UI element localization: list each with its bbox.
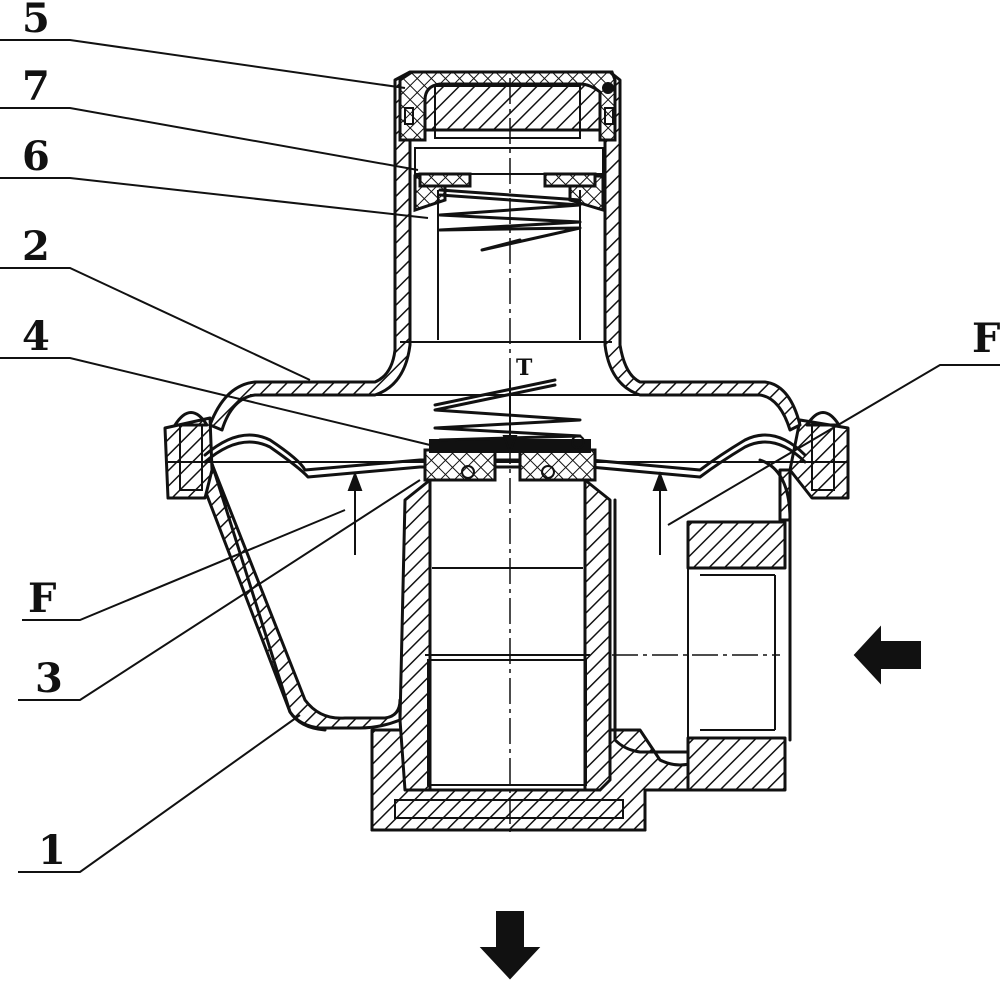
right-flange (788, 418, 850, 500)
outlet-groove (394, 799, 624, 819)
lower-body (193, 458, 792, 832)
label-force-left: F (28, 575, 56, 622)
valve-disc (423, 448, 497, 482)
left-flange (163, 416, 214, 500)
leader-lines (0, 39, 1000, 873)
cap-shell (398, 70, 617, 142)
label-part-6: 6 (22, 133, 50, 180)
label-part-1: 1 (38, 827, 66, 874)
diaphragm (203, 433, 807, 472)
inlet-flow-arrow (853, 625, 921, 685)
inlet-port-bottom (686, 736, 787, 792)
flange-assembly (163, 411, 850, 500)
force-arrows (347, 380, 668, 555)
label-part-4: 4 (22, 313, 50, 360)
cap (398, 70, 617, 142)
label-part-3: 3 (35, 655, 63, 702)
label-part-2: 2 (22, 223, 50, 270)
seat-tube-right (583, 478, 612, 792)
label-part-5: 5 (22, 0, 50, 42)
bonnet-shell (208, 70, 802, 432)
inlet-port-top (686, 520, 787, 570)
label-part-7: 7 (22, 63, 50, 110)
seat-tube-left (398, 478, 432, 792)
left-bolt-head (173, 411, 209, 427)
lower-spring (433, 378, 582, 442)
adjusting-screw (414, 147, 604, 175)
main-spring (437, 188, 582, 340)
label-force-right: F (972, 315, 1000, 362)
label-tension: T (516, 355, 533, 381)
outlet-flow-arrow (479, 911, 541, 980)
upper-bonnet (208, 70, 802, 432)
